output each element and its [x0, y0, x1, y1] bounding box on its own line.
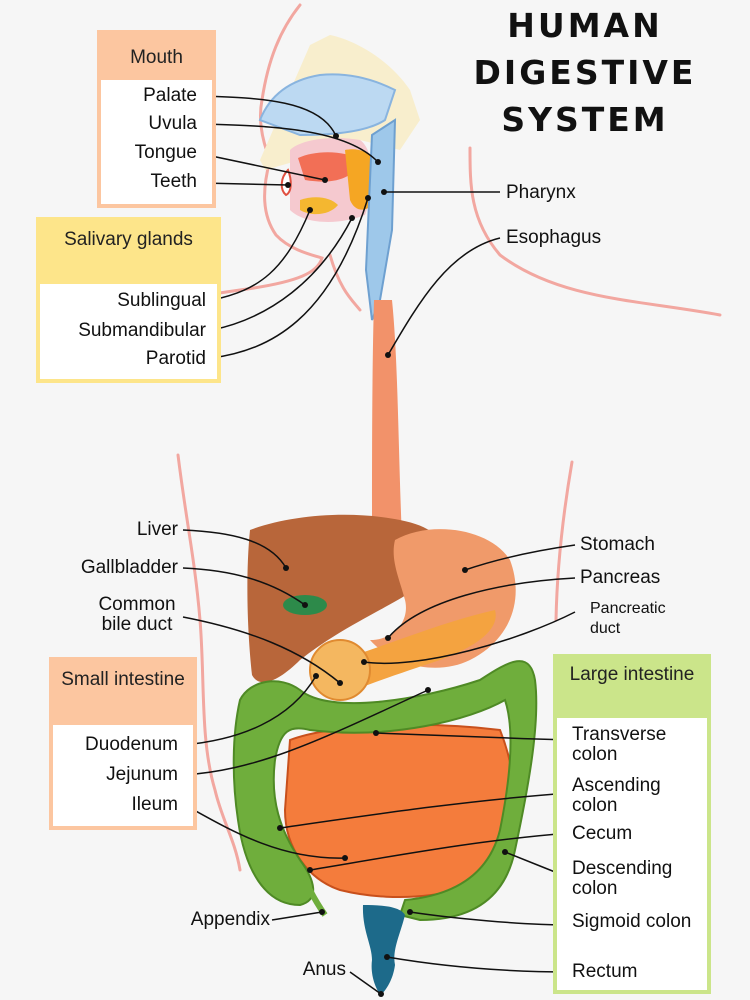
label-transverse-colon: Transverse colon	[572, 724, 667, 765]
label-liver: Liver	[136, 519, 178, 540]
leader-dots	[277, 133, 508, 997]
salivary-glands-group-title: Salivary glands	[40, 221, 217, 284]
label-esophagus: Esophagus	[506, 227, 602, 248]
label-common-bile-duct: Common bile duct	[98, 594, 176, 635]
label-tongue: Tongue	[134, 142, 197, 163]
label-sigmoid-colon: Sigmoid colon	[572, 911, 692, 932]
label-teeth: Teeth	[150, 171, 197, 192]
salivary-glands-group-box: Salivary glands	[36, 217, 221, 383]
rectum-organ	[362, 905, 405, 995]
label-uvula: Uvula	[148, 113, 197, 134]
label-jejunum: Jejunum	[106, 764, 178, 785]
label-cecum: Cecum	[572, 823, 633, 844]
title-line-1: HUMAN	[507, 6, 663, 45]
label-duodenum: Duodenum	[85, 734, 178, 755]
title-line-3: SYSTEM	[501, 100, 669, 139]
label-gallbladder: Gallbladder	[80, 557, 178, 578]
label-appendix: Appendix	[190, 909, 270, 930]
large-intestine-group-box: Large intestine	[553, 654, 711, 994]
pancreas-organ	[355, 610, 496, 688]
label-ascending-colon: Ascending colon	[572, 775, 661, 816]
label-pharynx: Pharynx	[506, 182, 576, 203]
large-intestine-organ	[232, 660, 538, 922]
mouth-group-title: Mouth	[101, 34, 212, 80]
esophagus-tube	[372, 300, 402, 545]
label-pancreas: Pancreas	[580, 567, 661, 588]
label-palate: Palate	[143, 85, 197, 106]
label-ileum: Ileum	[131, 794, 178, 815]
label-descending-colon: Descending colon	[572, 858, 673, 899]
label-anus: Anus	[302, 959, 346, 980]
label-stomach: Stomach	[580, 534, 655, 555]
large-intestine-group-title: Large intestine	[557, 658, 707, 718]
head-cavity	[258, 35, 420, 321]
label-rectum: Rectum	[572, 961, 638, 982]
label-pancreatic-duct: Pancreatic duct	[590, 600, 666, 637]
label-sublingual: Sublingual	[117, 290, 206, 311]
diagram-title: HUMAN DIGESTIVE SYSTEM	[470, 2, 700, 143]
title-line-2: DIGESTIVE	[473, 53, 697, 92]
small-intestine-group-title: Small intestine	[53, 661, 193, 725]
label-submandibular: Submandibular	[78, 320, 206, 341]
duodenum-organ	[309, 639, 371, 701]
small-intestine-group-box: Small intestine	[49, 657, 197, 830]
mouth-group-box: Mouth	[97, 30, 216, 208]
label-parotid: Parotid	[145, 348, 206, 369]
leader-lines	[182, 95, 576, 995]
